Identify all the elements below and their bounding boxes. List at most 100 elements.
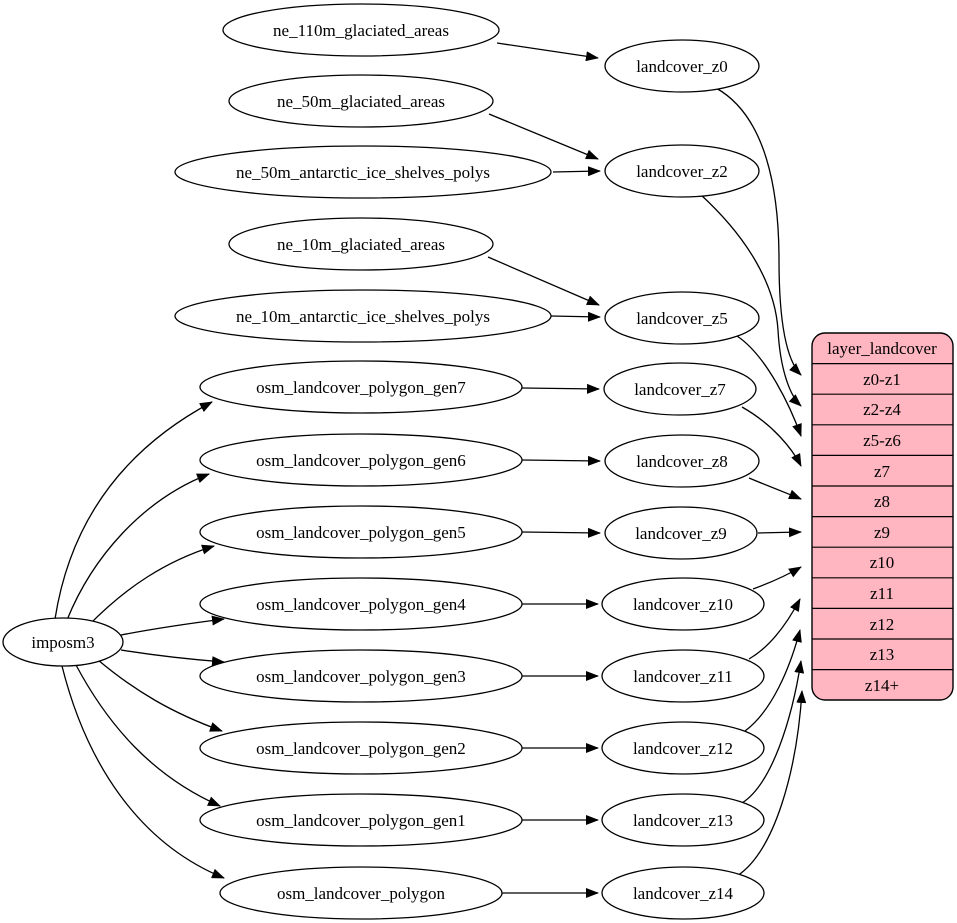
node-landcover_z0-label: landcover_z0: [636, 57, 728, 76]
table-title: layer_landcover: [827, 339, 937, 358]
node-landcover_z5-label: landcover_z5: [636, 309, 728, 328]
edge-landcover_z9-to-row-z9: [757, 527, 802, 538]
node-imposm3-shape: [2, 617, 124, 667]
table-row-z9: z9: [874, 523, 890, 542]
edge-imposm3-to-osm_landcover_polygon_gen4: [120, 615, 225, 636]
node-ne_10m_antarctic_ice_shelves_polys-shape: [174, 289, 552, 343]
node-landcover_z0-shape: [604, 39, 760, 93]
node-osm_landcover_polygon_gen5-label: osm_landcover_polygon_gen5: [256, 523, 466, 542]
node-landcover_z12-label: landcover_z12: [633, 739, 733, 758]
edge-osm_landcover_polygon_gen5-to-landcover_z9: [521, 527, 601, 538]
node-imposm3: imposm3: [2, 617, 124, 667]
table-row-z2-z4: z2-z4: [863, 400, 901, 419]
node-osm_landcover_polygon_gen6: osm_landcover_polygon_gen6: [199, 433, 523, 487]
edge-imposm3-to-osm_landcover_polygon_gen3: [120, 649, 225, 667]
table-row-z13: z13: [870, 645, 895, 664]
edge-imposm3-to-osm_landcover_polygon: [61, 665, 225, 879]
node-osm_landcover_polygon_gen5-shape: [199, 505, 523, 559]
node-osm_landcover_polygon_gen5: osm_landcover_polygon_gen5: [199, 505, 523, 559]
node-landcover_z8-label: landcover_z8: [636, 452, 728, 471]
node-ne_110m_glaciated_areas-shape: [222, 3, 500, 57]
edge-osm_landcover_polygon_gen7-to-landcover_z7: [521, 383, 600, 394]
edge-landcover_z8-to-row-z8: [748, 477, 802, 500]
node-ne_50m_glaciated_areas-shape: [228, 74, 494, 128]
node-osm_landcover_polygon_gen6-shape: [199, 433, 523, 487]
node-osm_landcover_polygon_gen7-label: osm_landcover_polygon_gen7: [256, 378, 466, 397]
edge-ne_50m_glaciated_areas-to-landcover_z2: [488, 113, 599, 160]
edge-imposm3-to-osm_landcover_polygon_gen5: [87, 544, 215, 627]
node-landcover_z13-label: landcover_z13: [633, 811, 733, 830]
node-landcover_z5: landcover_z5: [604, 291, 760, 345]
node-landcover_z11-label: landcover_z11: [633, 667, 732, 686]
edge-imposm3-to-osm_landcover_polygon_gen1: [75, 664, 221, 807]
table-row-z14plus: z14+: [865, 676, 899, 695]
table-row-z5-z6: z5-z6: [863, 431, 901, 450]
node-landcover_z14-label: landcover_z14: [633, 884, 734, 903]
table-row-z11: z11: [870, 584, 894, 603]
edge-ne_50m_antarctic_ice_shelves_polys-to-landcover_z2: [552, 166, 601, 177]
edge-landcover_z12-to-row-z12: [744, 629, 802, 732]
node-ne_50m_antarctic_ice_shelves_polys: ne_50m_antarctic_ice_shelves_polys: [174, 145, 552, 199]
node-osm_landcover_polygon-shape: [219, 866, 503, 920]
node-landcover_z2-label: landcover_z2: [636, 162, 728, 181]
edge-landcover_z14-to-row-z14: [736, 690, 807, 877]
table-row-z7: z7: [874, 462, 891, 481]
node-ne_50m_antarctic_ice_shelves_polys-shape: [174, 145, 552, 199]
node-osm_landcover_polygon_gen1-label: osm_landcover_polygon_gen1: [256, 811, 466, 830]
edge-imposm3-to-osm_landcover_polygon_gen7: [54, 401, 213, 620]
node-osm_landcover_polygon_gen1: osm_landcover_polygon_gen1: [199, 793, 523, 847]
node-osm_landcover_polygon_gen4-label: osm_landcover_polygon_gen4: [256, 595, 466, 614]
node-landcover_z13: landcover_z13: [601, 793, 765, 847]
node-osm_landcover_polygon_gen2: osm_landcover_polygon_gen2: [199, 721, 523, 775]
node-landcover_z9: landcover_z9: [604, 506, 758, 560]
edge-landcover_z13-to-row-z13: [741, 660, 805, 804]
edge-ne_110m_glaciated_areas-to-landcover_z0: [496, 42, 599, 62]
node-osm_landcover_polygon_gen2-label: osm_landcover_polygon_gen2: [256, 739, 466, 758]
node-landcover_z9-label: landcover_z9: [635, 524, 727, 543]
node-ne_110m_glaciated_areas-label: ne_110m_glaciated_areas: [273, 21, 449, 40]
edge-landcover_z2-to-row-z2-z4: [699, 193, 802, 407]
node-osm_landcover_polygon_gen2-shape: [199, 721, 523, 775]
node-landcover_z2-shape: [604, 144, 760, 198]
node-osm_landcover_polygon-label: osm_landcover_polygon: [277, 884, 446, 903]
node-landcover_z11: landcover_z11: [601, 649, 765, 703]
edge-layer: [54, 42, 807, 898]
node-landcover_z7-shape: [603, 362, 757, 416]
node-osm_landcover_polygon_gen6-label: osm_landcover_polygon_gen6: [256, 451, 466, 470]
node-landcover_z10: landcover_z10: [601, 577, 765, 631]
edge-imposm3-to-osm_landcover_polygon_gen2: [97, 659, 223, 732]
node-osm_landcover_polygon_gen7-shape: [199, 360, 523, 414]
table-row-z8: z8: [874, 492, 890, 511]
node-landcover_z12: landcover_z12: [601, 721, 765, 775]
node-imposm3-label: imposm3: [31, 633, 94, 652]
node-osm_landcover_polygon_gen4-shape: [199, 577, 523, 631]
edge-ne_10m_antarctic_ice_shelves_polys-to-landcover_z5: [550, 311, 601, 322]
node-ne_10m_glaciated_areas: ne_10m_glaciated_areas: [228, 217, 494, 271]
node-ne_10m_glaciated_areas-label: ne_10m_glaciated_areas: [277, 235, 445, 254]
table-row-z0-z1: z0-z1: [863, 370, 901, 389]
edge-landcover_z10-to-row-z10: [752, 566, 802, 590]
node-landcover_z10-shape: [601, 577, 765, 631]
edge-landcover_z7-to-row-z7: [741, 406, 802, 467]
node-osm_landcover_polygon_gen3-label: osm_landcover_polygon_gen3: [256, 667, 466, 686]
node-ne_110m_glaciated_areas: ne_110m_glaciated_areas: [222, 3, 500, 57]
node-landcover_z10-label: landcover_z10: [633, 595, 733, 614]
node-osm_landcover_polygon: osm_landcover_polygon: [219, 866, 503, 920]
node-ne_50m_glaciated_areas-label: ne_50m_glaciated_areas: [277, 92, 445, 111]
node-landcover_z13-shape: [601, 793, 765, 847]
layer-landcover-table: layer_landcover z0-z1 z2-z4 z5-z6 z7 z8 …: [811, 332, 954, 701]
node-landcover_z8-shape: [604, 434, 760, 488]
edge-ne_10m_glaciated_areas-to-landcover_z5: [487, 256, 600, 306]
node-landcover_z14-shape: [601, 866, 765, 920]
edge-imposm3-to-osm_landcover_polygon_gen6: [66, 473, 210, 621]
node-ne_50m_antarctic_ice_shelves_polys-label: ne_50m_antarctic_ice_shelves_polys: [236, 163, 490, 182]
edge-landcover_z5-to-row-z5-z6: [736, 335, 802, 437]
node-osm_landcover_polygon_gen7: osm_landcover_polygon_gen7: [199, 360, 523, 414]
node-landcover_z14: landcover_z14: [601, 866, 765, 920]
node-ne_50m_glaciated_areas: ne_50m_glaciated_areas: [228, 74, 494, 128]
node-landcover_z2: landcover_z2: [604, 144, 760, 198]
node-osm_landcover_polygon_gen3: osm_landcover_polygon_gen3: [199, 649, 523, 703]
node-landcover_z5-shape: [604, 291, 760, 345]
